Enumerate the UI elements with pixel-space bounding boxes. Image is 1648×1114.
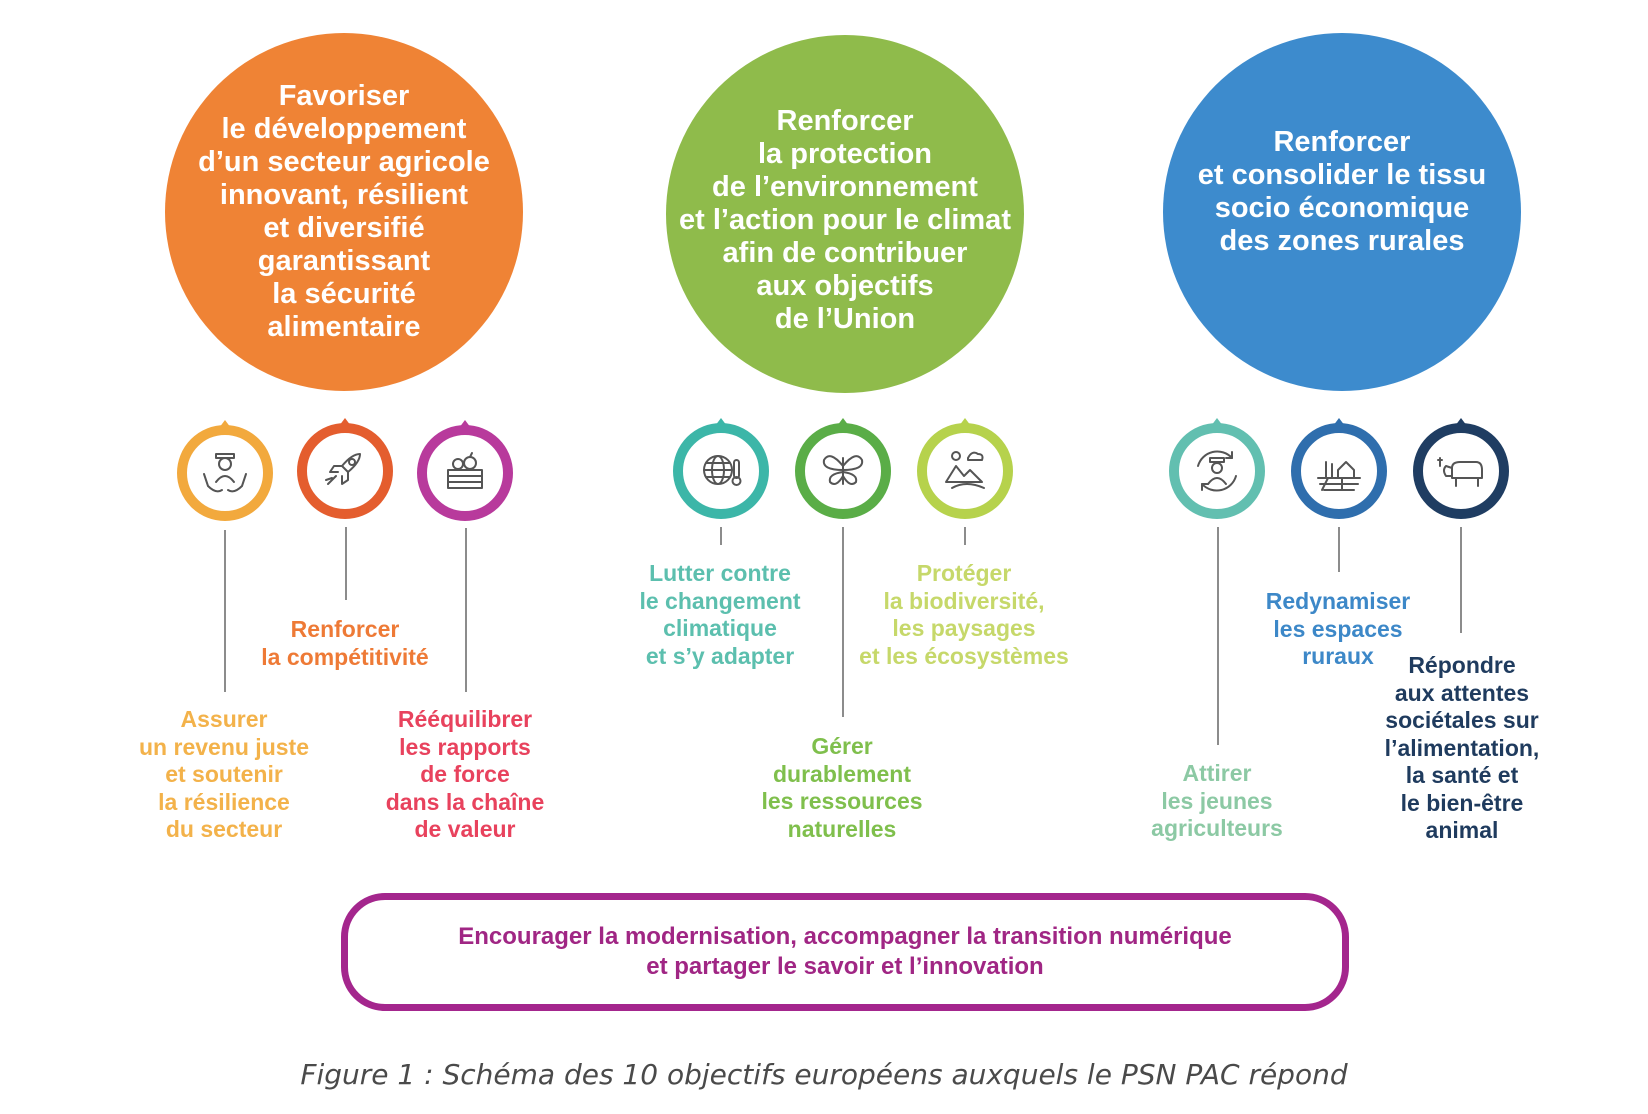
connector-line xyxy=(1460,527,1462,633)
connector-line xyxy=(1338,527,1340,572)
young-farmer-icon xyxy=(1164,418,1270,524)
objective-label-rural-spaces: Redynamiser les espaces ruraux xyxy=(1265,588,1411,669)
cow-icon xyxy=(1408,418,1514,524)
cross-cutting-objective-banner: Encourager la modernisation, accompagner… xyxy=(341,893,1349,1011)
objective-label-fair-income: Assurer un revenu juste et soutenir la r… xyxy=(139,706,309,842)
connector-line xyxy=(345,527,347,600)
objective-label-biodiversity: Protéger la biodiversité, les paysages e… xyxy=(859,560,1069,669)
figure-caption: Figure 1 : Schéma des 10 objectifs europ… xyxy=(300,1058,1348,1091)
rocket-icon xyxy=(292,418,398,524)
connector-line xyxy=(964,527,966,545)
objective-label-young-farmers: Attirer les jeunes agriculteurs xyxy=(1151,760,1283,841)
objective-label-societal-expectations: Répondre aux attentes sociétales sur l’a… xyxy=(1384,652,1540,843)
objective-label-climate: Lutter contre le changement climatique e… xyxy=(639,560,801,669)
connector-line xyxy=(1217,527,1219,745)
connector-line xyxy=(842,527,844,717)
connector-line xyxy=(465,528,467,692)
landscape-icon xyxy=(912,418,1018,524)
rural-house-icon xyxy=(1286,418,1392,524)
connector-line xyxy=(720,527,722,545)
connector-line xyxy=(224,530,226,692)
objective-circle-agricultural-sector: Favoriser le développement d’un secteur … xyxy=(165,33,523,391)
objective-label-competitiveness: Renforcer la compétitivité xyxy=(261,616,429,670)
circle-text: Renforcer la protection de l’environneme… xyxy=(679,104,1011,335)
banner-text: Encourager la modernisation, accompagner… xyxy=(458,923,1232,980)
objective-label-value-chain: Rééquilibrer les rapports de force dans … xyxy=(385,706,545,842)
butterfly-icon xyxy=(790,418,896,524)
objective-circle-rural-areas: Renforcer et consolider le tissu socio é… xyxy=(1163,33,1521,391)
farmer-hands-icon xyxy=(172,420,278,526)
crate-icon xyxy=(412,420,518,526)
objective-circle-environment: Renforcer la protection de l’environneme… xyxy=(666,35,1024,393)
circle-text: Favoriser le développement d’un secteur … xyxy=(198,80,490,343)
objective-label-natural-resources: Gérer durablement les ressources naturel… xyxy=(761,733,923,842)
globe-thermometer-icon xyxy=(668,418,774,524)
circle-text: Renforcer et consolider le tissu socio é… xyxy=(1197,126,1487,257)
